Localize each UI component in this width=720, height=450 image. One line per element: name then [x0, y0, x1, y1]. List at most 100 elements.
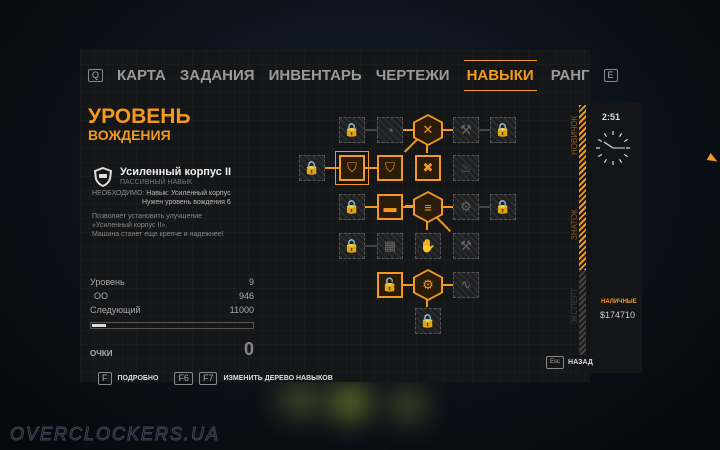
skill-node-locked[interactable]: ⚒ — [453, 117, 479, 143]
shield-icon — [93, 166, 113, 188]
rank-novice: НОВИЧОК — [570, 115, 579, 155]
level-label: Уровень — [90, 277, 125, 287]
skill-node-locked[interactable]: 🔒 — [490, 117, 516, 143]
skill-node-locked[interactable]: ♨ — [453, 155, 479, 181]
lock-icon: 🔒 — [343, 199, 361, 214]
background-watermark: OVERCLOCKERS.UA — [9, 424, 221, 445]
skill-link — [390, 284, 428, 286]
f7-key[interactable]: F7 — [198, 372, 218, 385]
tab-map[interactable]: КАРТА — [117, 67, 166, 84]
points-value: 0 — [243, 338, 254, 359]
lock-icon: 🔒 — [343, 238, 361, 253]
tab-inventory[interactable]: ИНВЕНТАРЬ — [268, 67, 362, 84]
shield-icon: ⛉ — [347, 160, 357, 175]
skill-link — [428, 206, 466, 208]
skill-node-open[interactable]: ▬ — [377, 194, 403, 220]
skill-node-locked[interactable]: ⚙ — [453, 194, 479, 220]
title-line2: ВОЖДЕНИЯ — [88, 127, 171, 143]
skill-node-locked[interactable]: ◔ — [377, 117, 403, 143]
wrench-cross-icon: ✖ — [422, 160, 434, 175]
requirement-1: Навык: Усиленный корпус — [146, 190, 231, 197]
details-key[interactable]: F — [98, 372, 112, 385]
gauge-icon: ◔ — [386, 122, 394, 138]
f6-key[interactable]: F6 — [174, 372, 193, 385]
side-panel — [580, 103, 642, 373]
tab-skills[interactable]: НАВЫКИ — [463, 60, 537, 91]
lock-icon: 🔒 — [494, 199, 512, 214]
cash-label: НАЛИЧНЫЕ — [601, 299, 637, 305]
skill-node-locked[interactable]: 🔒 — [339, 117, 365, 143]
hose-icon: ∿ — [460, 277, 472, 292]
description-line: «Усиленный корпус II». — [92, 222, 168, 229]
next-label: Следующий — [90, 305, 141, 315]
gear-icon: ⚙ — [460, 199, 472, 214]
skill-node-locked[interactable]: ▦ — [377, 233, 403, 259]
skill-link — [312, 167, 352, 169]
wrenches-icon: ≡ — [415, 193, 441, 221]
tab-rank[interactable]: РАНГ — [550, 67, 590, 84]
skill-type: ПАССИВНЫЙ НАВЫК — [120, 179, 193, 186]
tool-icon: ⚒ — [460, 238, 472, 253]
skill-node-open[interactable]: ✖ — [415, 155, 441, 181]
prev-tab-key[interactable]: Q — [88, 69, 104, 82]
lock-icon: 🔒 — [343, 122, 361, 137]
skill-link — [352, 206, 390, 208]
back-action[interactable]: Esc НАЗАД — [546, 356, 593, 369]
gears-icon: ⚙ — [415, 271, 441, 299]
skill-link — [390, 129, 428, 131]
skill-node-selected[interactable]: ⛉ — [335, 151, 369, 185]
skill-node-locked[interactable]: 🔒 — [490, 194, 516, 220]
skill-node-locked[interactable]: ✋ — [415, 233, 441, 259]
level-value: 9 — [248, 277, 254, 287]
unlock-icon: 🔓 — [381, 277, 399, 292]
skill-link — [352, 129, 390, 131]
esc-key[interactable]: Esc — [546, 356, 565, 369]
points-label: ОЧКИ — [90, 348, 113, 358]
skill-link — [390, 206, 428, 208]
details-button[interactable]: ПОДРОБНО — [117, 375, 159, 382]
page-title: УРОВЕНЬ ВОЖДЕНИЯ — [88, 106, 191, 142]
skill-node-locked[interactable]: ∿ — [453, 272, 479, 298]
change-tree-button[interactable]: ИЗМЕНИТЬ ДЕРЕВО НАВЫКОВ — [223, 375, 333, 382]
rank-expert: ЗНАТОК — [570, 209, 579, 240]
top-nav: Q КАРТА ЗАДАНИЯ ИНВЕНТАРЬ ЧЕРТЕЖИ НАВЫКИ… — [88, 60, 618, 91]
lock-icon: 🔒 — [419, 313, 437, 328]
skill-link — [352, 167, 390, 169]
next-tab-key[interactable]: E — [603, 69, 618, 82]
footer-actions: F ПОДРОБНО F6 F7 ИЗМЕНИТЬ ДЕРЕВО НАВЫКОВ — [98, 372, 333, 385]
xp-progress-bar — [90, 322, 254, 329]
skill-node-hex[interactable]: ⚙ — [413, 269, 443, 301]
skill-link — [352, 245, 390, 247]
rank-progress-bar — [579, 105, 586, 270]
back-button[interactable]: НАЗАД — [568, 359, 593, 366]
box-icon: ▦ — [383, 238, 397, 253]
lock-icon: 🔒 — [494, 122, 512, 137]
tool-icon: ⚒ — [460, 122, 472, 137]
description-line: Позволяет установить улучшение — [92, 213, 203, 220]
rank-master: ЭКСПЕРТ — [570, 287, 579, 325]
skill-node-locked[interactable]: 🔒 — [415, 308, 441, 334]
skill-link — [466, 129, 503, 131]
skill-node-locked[interactable]: 🔒 — [339, 233, 365, 259]
engine-icon: ♨ — [460, 160, 472, 175]
rank-progress-remaining — [579, 270, 586, 355]
description-line: Машина станет еще крепче и надежнее! — [92, 231, 224, 238]
xp-progress-fill — [92, 324, 106, 327]
skill-node-locked[interactable]: ⚒ — [453, 233, 479, 259]
clock-icon — [596, 131, 630, 165]
cursor-icon — [706, 153, 720, 165]
skill-node-locked[interactable]: 🔒 — [299, 155, 325, 181]
car-icon: ▬ — [383, 199, 397, 215]
skill-node-open[interactable]: 🔓 — [377, 272, 403, 298]
title-line1: УРОВЕНЬ — [88, 105, 191, 128]
tab-quests[interactable]: ЗАДАНИЯ — [179, 67, 255, 84]
xp-value: 946 — [238, 291, 254, 301]
cash-value: $174710 — [600, 310, 636, 320]
clock-time: 2:51 — [602, 112, 621, 122]
xp-label: ОО — [94, 291, 109, 301]
skill-node-locked[interactable]: 🔒 — [339, 194, 365, 220]
skill-node-open[interactable]: ⛉ — [377, 155, 403, 181]
skill-link — [428, 129, 466, 131]
tab-blueprints[interactable]: ЧЕРТЕЖИ — [375, 67, 450, 84]
